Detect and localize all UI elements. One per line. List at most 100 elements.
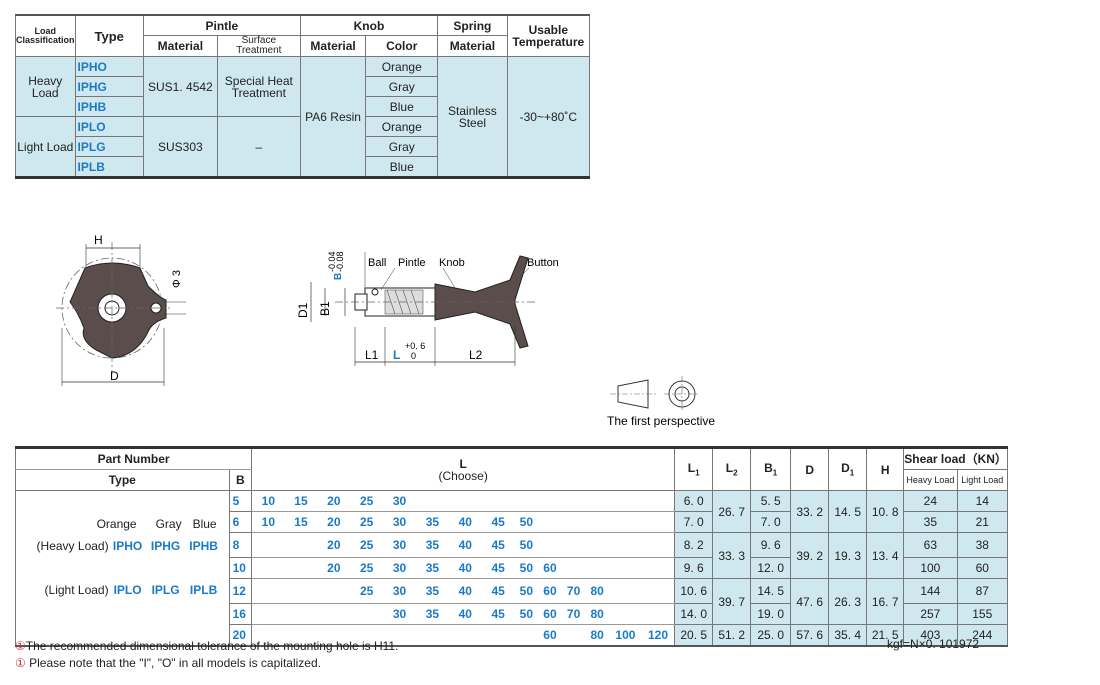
shear-light-cell: 14 <box>956 490 1009 512</box>
l-option-cell: 45 <box>481 511 515 533</box>
l-option-cell: 40 <box>448 578 482 604</box>
side-b-tol-top: -0.04 <box>327 251 337 272</box>
side-b-tol-bot: -0.08 <box>335 251 345 272</box>
l-option-cell: 25 <box>350 490 384 512</box>
header-l2: L2 <box>712 447 752 491</box>
l-option-cell: 45 <box>481 603 515 625</box>
l-option-cell <box>641 557 676 579</box>
l-option-cell <box>585 557 609 579</box>
b1-cell: 25. 0 <box>750 624 792 647</box>
note-1: ①The recommended dimensional tolerance o… <box>15 639 399 653</box>
l-option-cell: 60 <box>538 603 562 625</box>
l-option-cell <box>514 624 539 647</box>
shear-heavy-cell: 100 <box>903 557 958 579</box>
l-option-cell: 70 <box>561 603 586 625</box>
d-cell: 47. 6 <box>790 578 830 625</box>
header-l: L(Choose) <box>251 447 676 491</box>
l-option-cell <box>251 578 285 604</box>
l-option-cell <box>415 624 449 647</box>
l1-cell: 6. 0 <box>674 490 714 512</box>
shear-heavy-cell: 257 <box>903 603 958 625</box>
side-b-label: B <box>333 273 344 280</box>
b1-cell: 19. 0 <box>750 603 792 625</box>
shear-light-cell: 38 <box>956 532 1009 558</box>
l-option-cell: 80 <box>585 603 609 625</box>
type-cell: IPHG <box>74 76 144 97</box>
type-cell: IPLG <box>74 136 144 157</box>
l-option-cell: 10 <box>251 511 285 533</box>
l1-cell: 8. 2 <box>674 532 714 558</box>
l-option-cell: 45 <box>481 532 515 558</box>
l-option-cell <box>641 490 676 512</box>
b-cell: 5 <box>228 490 253 512</box>
l-option-cell <box>561 532 586 558</box>
l-option-cell: 30 <box>383 578 416 604</box>
l-option-cell: 70 <box>561 578 586 604</box>
d1-cell: 14. 5 <box>828 490 868 533</box>
l-option-cell: 120 <box>641 624 676 647</box>
header-load-classification: Load Classification <box>15 14 76 57</box>
l-option-cell <box>561 511 586 533</box>
heavy-pintle-material: SUS1. 4542 <box>142 56 218 117</box>
color-cell: Blue <box>365 96 439 117</box>
front-h-label: H <box>94 233 103 247</box>
l-option-cell: 100 <box>608 624 642 647</box>
l-option-cell <box>284 578 318 604</box>
l-option-cell <box>251 532 285 558</box>
color-cell: Gray <box>365 76 439 97</box>
l2-cell: 33. 3 <box>712 532 752 579</box>
l-option-cell <box>481 624 515 647</box>
side-view-drawing: B -0.04 -0.08 Ball Pintle Knob Button D1… <box>296 251 559 366</box>
header-part-number: Part Number <box>14 447 253 470</box>
l-option-cell: 45 <box>481 578 515 604</box>
d-cell: 39. 2 <box>790 532 830 579</box>
l1-cell: 20. 5 <box>674 624 714 647</box>
l-option-cell <box>481 490 515 512</box>
l-option-cell: 35 <box>415 557 449 579</box>
l1-cell: 10. 6 <box>674 578 714 604</box>
header-pintle-surface: Surface Treatment <box>216 35 301 57</box>
type-cell: IPLB <box>74 156 144 178</box>
label-ball: Ball <box>368 257 386 269</box>
l-option-cell: 35 <box>415 603 449 625</box>
d1-cell: 19. 3 <box>828 532 868 579</box>
b-cell: 10 <box>228 557 253 579</box>
l-option-cell: 40 <box>448 532 482 558</box>
l-option-cell <box>608 557 642 579</box>
l-option-cell <box>251 624 285 647</box>
l-option-cell <box>561 624 586 647</box>
l1-cell: 7. 0 <box>674 511 714 533</box>
type-cell: IPHB <box>74 96 144 117</box>
shear-heavy-cell: 403 <box>903 624 958 647</box>
label-b1: B1 <box>318 301 332 316</box>
l-option-cell <box>317 603 351 625</box>
l-option-cell: 30 <box>383 511 416 533</box>
light-pintle-material: SUS303 <box>142 116 218 178</box>
header-light-load: Light Load <box>956 469 1009 491</box>
l-option-cell <box>538 511 562 533</box>
label-knob: Knob <box>439 257 465 269</box>
header-knob-material: Material <box>299 35 367 57</box>
shear-light-cell: 60 <box>956 557 1009 579</box>
l-option-cell <box>585 490 609 512</box>
l-option-cell: 50 <box>514 557 539 579</box>
shear-heavy-cell: 24 <box>903 490 958 512</box>
l-option-cell <box>514 490 539 512</box>
b1-cell: 5. 5 <box>750 490 792 512</box>
d-cell: 33. 2 <box>790 490 830 533</box>
label-l1: L1 <box>365 348 379 362</box>
l2-cell: 26. 7 <box>712 490 752 533</box>
l-option-cell <box>251 557 285 579</box>
l-option-cell: 35 <box>415 511 449 533</box>
type-cell: IPHO <box>74 56 144 77</box>
shear-heavy-cell: 63 <box>903 532 958 558</box>
light-pintle-surface: – <box>216 116 301 178</box>
header-usable-temperature: Usable Temperature <box>506 14 591 57</box>
d-cell: 57. 6 <box>790 624 830 647</box>
l-option-cell: 35 <box>415 578 449 604</box>
